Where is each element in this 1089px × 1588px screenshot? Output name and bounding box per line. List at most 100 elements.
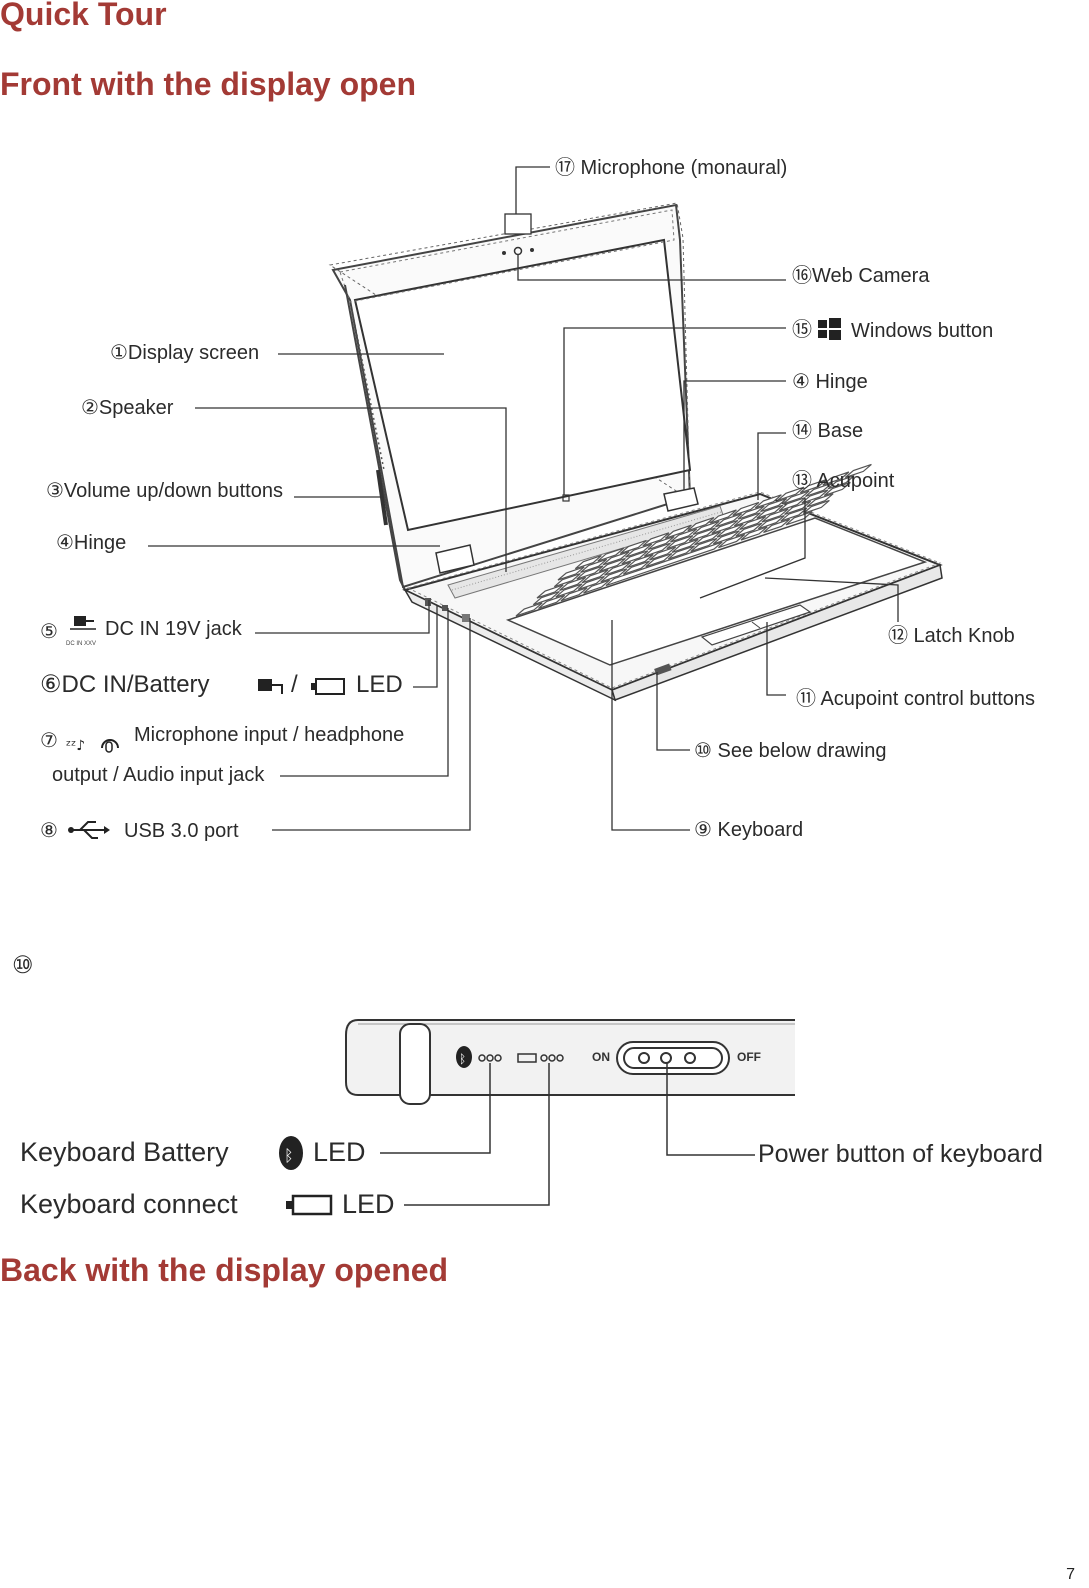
label-keyboard: ⑨ Keyboard (694, 819, 804, 841)
label-audio-line1: Microphone input / headphone (134, 724, 405, 746)
headphone-mic-icons: ᶻᶻ♪ (66, 738, 119, 754)
label-dc-in-num: ⑤ (40, 621, 58, 643)
label-volume-buttons: ③Volume up/down buttons (46, 480, 283, 502)
keyboard-key (780, 507, 808, 522)
keyboard-key (619, 539, 647, 555)
keyboard-key (712, 530, 740, 545)
label-keyboard-connect-led: LED (342, 1189, 395, 1219)
keyboard-key (687, 517, 715, 532)
label-dc-battery-led-suffix: LED (356, 671, 403, 698)
windows-logo-icon (818, 318, 841, 340)
usb-icon (68, 821, 110, 839)
keyboard-key (622, 560, 650, 575)
svg-text:ᛒ: ᛒ (459, 1052, 466, 1066)
label-detail-number: ⑩ (12, 952, 34, 979)
keyboard-key (625, 543, 653, 558)
keyboard-key (580, 558, 608, 573)
keyboard-key (782, 490, 810, 505)
keyboard-key (690, 537, 718, 553)
label-acupoint: ⑬ Acupoint (792, 470, 895, 492)
section-heading-front: Front with the display open (0, 66, 416, 102)
label-audio-num: ⑦ (40, 730, 58, 752)
keyboard-key (806, 493, 834, 508)
dc-plug-icon (70, 616, 96, 630)
label-keyboard-battery-led: LED (313, 1137, 366, 1167)
label-keyboard-battery: Keyboard Battery (20, 1137, 229, 1167)
bluetooth-icon: ᛒ (279, 1136, 303, 1170)
keyboard-key (602, 551, 630, 566)
label-dc-battery-led: ⑥DC IN/Battery (40, 671, 210, 698)
keyboard-key (557, 566, 585, 581)
keyboard-key (823, 481, 851, 497)
keyboard-key (716, 523, 744, 538)
label-on: ON (592, 1050, 610, 1064)
keyboard-key (718, 533, 746, 549)
keyboard-key (802, 499, 830, 515)
svg-text:ᛒ: ᛒ (284, 1146, 294, 1165)
label-display-screen: ①Display screen (110, 342, 260, 364)
keyboard-key (583, 579, 611, 594)
keyboard-key (538, 594, 566, 609)
keyboard-key (732, 501, 760, 517)
page-title: Quick Tour (0, 0, 167, 32)
label-base: ⑭ Base (792, 420, 864, 442)
keyboard-key (645, 553, 673, 568)
label-acupoint-control-buttons: ⑪ Acupoint control buttons (796, 688, 1036, 710)
keyboard-key (757, 515, 785, 530)
keyboard-key (761, 508, 789, 523)
keyboard-key (560, 587, 588, 602)
keyboard-key (805, 482, 833, 497)
label-hinge-right: ④ Hinge (792, 371, 868, 393)
keyboard-key (604, 561, 632, 576)
keyboard-key (649, 546, 677, 561)
keyboard-key (737, 505, 765, 520)
space-bar-key (605, 541, 723, 587)
keyboard-key (559, 576, 587, 591)
keyboard-key (694, 531, 722, 546)
keyboard-key (670, 528, 698, 543)
keyboard-key (740, 526, 768, 541)
keyboard-key (574, 555, 602, 570)
keyboard-key (715, 513, 743, 528)
connect-led-icon (286, 1194, 333, 1216)
keyboard-key (799, 479, 827, 494)
keyboard-key (553, 573, 581, 588)
label-power-button: Power button of keyboard (758, 1140, 1043, 1168)
dc-battery-led-icons (258, 678, 345, 695)
keyboard-key (844, 463, 872, 479)
keyboard-side-detail: ᛒ (345, 1019, 795, 1105)
keyboard-key (555, 583, 583, 598)
keyboard-key (733, 512, 761, 527)
keyboard-key (778, 497, 806, 512)
keyboard-key (777, 486, 805, 501)
label-microphone: ⑰ Microphone (monaural) (555, 157, 788, 179)
label-off: OFF (737, 1050, 761, 1064)
svg-text:ᶻᶻ♪: ᶻᶻ♪ (66, 738, 85, 754)
keyboard-key (709, 509, 737, 524)
keyboard-key (626, 553, 654, 569)
keyboard-key (711, 519, 739, 535)
label-dc-in-jack: DC IN 19V jack (105, 618, 242, 640)
page-number: 7 (1066, 1566, 1075, 1583)
label-see-below: ⑩ See below drawing (694, 740, 887, 762)
keyboard-key (688, 527, 716, 542)
keyboard-key (647, 535, 675, 551)
keyboard-key (827, 475, 855, 490)
label-speaker: ②Speaker (81, 397, 174, 419)
keyboard-key (754, 494, 782, 509)
keyboard-key (760, 497, 788, 513)
keyboard-key (577, 575, 605, 591)
keyboard-key (822, 471, 850, 486)
keyboard-key (597, 547, 625, 562)
label-dc-in-small: DC IN XXV (66, 641, 97, 647)
keyboard-key (536, 584, 564, 599)
label-keyboard-connect: Keyboard connect (20, 1189, 238, 1219)
keyboard-key (515, 602, 543, 617)
label-latch-knob: ⑫ Latch Knob (888, 625, 1015, 647)
keyboard-key (671, 538, 699, 553)
keyboard-key (643, 542, 671, 557)
label-dc-battery-led-slash: / (291, 671, 298, 698)
keyboard-key (739, 515, 767, 531)
label-usb-num: ⑧ (40, 820, 58, 842)
